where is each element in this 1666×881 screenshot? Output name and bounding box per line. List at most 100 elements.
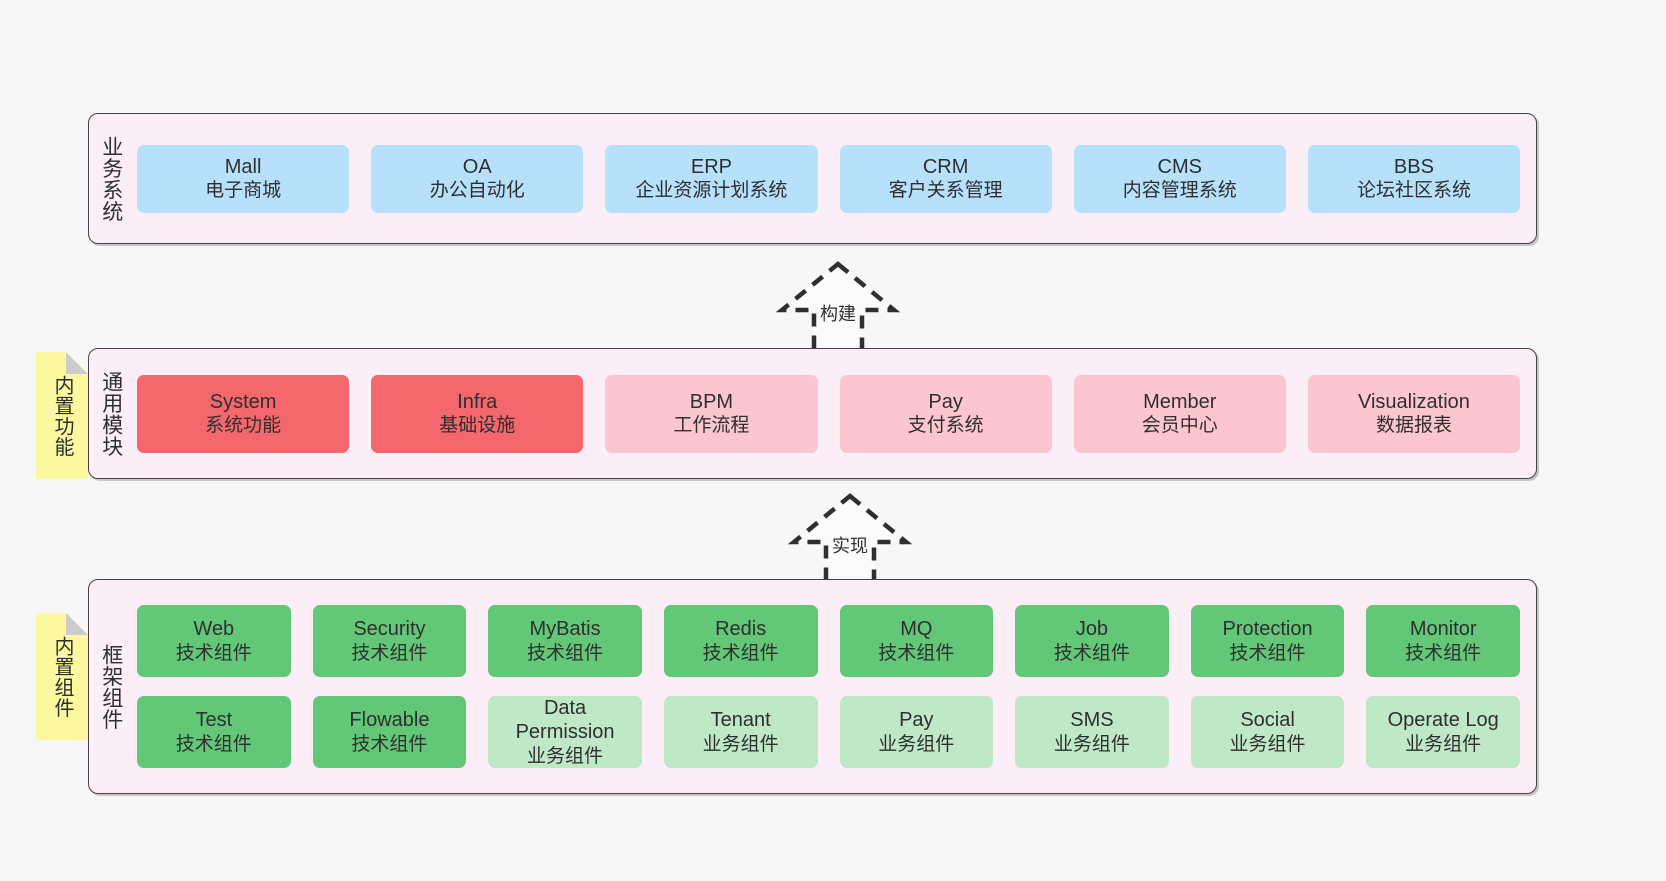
node-title: OA [462, 155, 492, 178]
node-title: ERP [690, 155, 732, 178]
node-title: Operate Log [1387, 709, 1499, 732]
node-title: Pay [928, 390, 963, 413]
node-subtitle: 论坛社区系统 [1356, 180, 1471, 202]
node-subtitle: 业务组件 [702, 733, 779, 755]
node-title: Pay [899, 709, 934, 732]
node-title: Tenant [710, 709, 771, 732]
node-subtitle: 技术组件 [702, 642, 779, 664]
connector-implement: 实现 [770, 492, 930, 588]
node-subtitle: 技术组件 [1229, 642, 1306, 664]
layer-title-business-systems: 业务系统 [99, 135, 123, 222]
note-built-in-functions: 内置功能 [36, 352, 88, 479]
node-subtitle: 技术组件 [527, 642, 604, 664]
node-title: Data Permission [515, 697, 615, 744]
node-subtitle: 企业资源计划系统 [635, 180, 788, 202]
layer-title-common-modules: 通用模块 [99, 370, 123, 457]
node-subtitle: 系统功能 [205, 415, 282, 437]
node-subtitle: 业务组件 [1229, 733, 1306, 755]
node-subtitle: 电子商城 [205, 180, 282, 202]
node-title: Mall [224, 155, 262, 178]
node-subtitle: 技术组件 [878, 642, 955, 664]
node-title: MQ [900, 618, 933, 641]
node-subtitle: 数据报表 [1375, 415, 1452, 437]
node-title: SMS [1070, 709, 1114, 732]
node-subtitle: 会员中心 [1141, 415, 1218, 437]
node-title: System [209, 390, 277, 413]
connector-build: 构建 [758, 260, 918, 356]
node-subtitle: 业务组件 [1405, 733, 1482, 755]
node-subtitle: 技术组件 [175, 642, 252, 664]
node-subtitle: 内容管理系统 [1122, 180, 1237, 202]
node-subtitle: 技术组件 [351, 733, 428, 755]
node-title: Monitor [1409, 618, 1477, 641]
node-title: Security [353, 618, 426, 641]
node-subtitle: 业务组件 [878, 733, 955, 755]
node-subtitle: 业务组件 [527, 745, 604, 767]
node-title: Redis [715, 618, 767, 641]
node-title: Web [193, 618, 235, 641]
node-title: Job [1075, 618, 1109, 641]
node-title: Test [195, 709, 233, 732]
node-subtitle: 工作流程 [673, 415, 750, 437]
node-subtitle: 业务组件 [1053, 733, 1130, 755]
node-title: BPM [689, 390, 734, 413]
node-title: Flowable [349, 709, 430, 732]
node-title: Member [1143, 390, 1217, 413]
node-subtitle: 办公自动化 [429, 180, 525, 202]
node-subtitle: 基础设施 [439, 415, 516, 437]
node-subtitle: 技术组件 [175, 733, 252, 755]
node-title: Infra [457, 390, 498, 413]
node-title: Social [1240, 709, 1295, 732]
node-subtitle: 技术组件 [351, 642, 428, 664]
node-subtitle: 客户关系管理 [888, 180, 1003, 202]
note-built-in-functions-label: 内置功能 [51, 374, 73, 457]
node-title: Visualization [1357, 390, 1470, 413]
node-title: CMS [1157, 155, 1202, 178]
node-subtitle: 技术组件 [1053, 642, 1130, 664]
node-title: MyBatis [529, 618, 601, 641]
node-title: BBS [1393, 155, 1434, 178]
node-subtitle: 技术组件 [1405, 642, 1482, 664]
note-built-in-components: 内置组件 [36, 613, 88, 740]
node-title: CRM [922, 155, 969, 178]
layer-title-framework-components: 框架组件 [99, 643, 123, 730]
